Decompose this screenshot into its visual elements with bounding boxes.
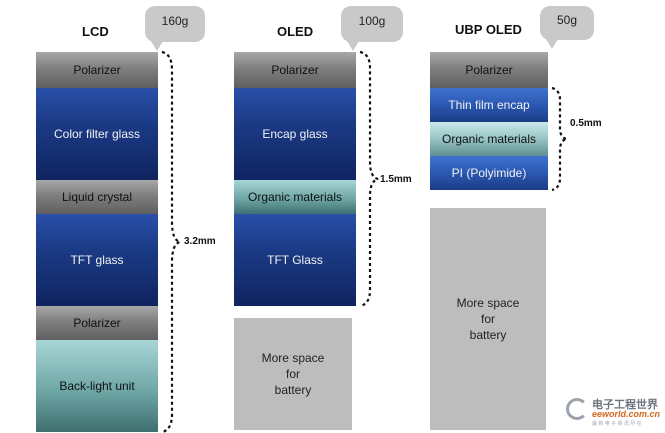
oled-title: OLED <box>277 24 314 39</box>
lcd-stack: Polarizer Color filter glass Liquid crys… <box>36 52 158 432</box>
lcd-layer-color-filter-glass: Color filter glass <box>36 88 158 180</box>
ubp-oled-stack: Polarizer Thin film encap Organic materi… <box>430 52 548 190</box>
ubp-oled-battery-space: More space for battery <box>430 208 546 430</box>
oled-thickness-brace <box>359 50 379 308</box>
oled-battery-line-1: More space for <box>261 351 325 381</box>
lcd-layer-back-light-unit: Back-light unit <box>36 340 158 432</box>
ubp-oled-layer-polarizer: Polarizer <box>430 52 548 88</box>
oled-layer-organic-materials: Organic materials <box>234 180 356 214</box>
ubp-oled-weight-bubble: 50g <box>540 6 594 49</box>
eeworld-logo-cn: 电子工程世界 <box>592 399 658 411</box>
oled-battery-line-2: battery <box>274 383 312 397</box>
ubp-oled-layer-organic-materials: Organic materials <box>430 122 548 156</box>
lcd-layer-polarizer-bottom: Polarizer <box>36 306 158 340</box>
lcd-thickness-brace <box>161 50 181 433</box>
eeworld-logo: 电子工程世界 eeworld.com.cn 最 新 电 子 资 讯 尽 在 <box>566 396 662 428</box>
bubble-tail <box>151 41 163 51</box>
oled-weight: 100g <box>358 14 386 28</box>
lcd-weight-bubble: 160g <box>145 6 205 51</box>
oled-battery-space: More space for battery <box>234 318 352 430</box>
ubp-oled-thickness-label: 0.5mm <box>570 118 602 129</box>
ubp-oled-title: UBP OLED <box>455 22 522 37</box>
eeworld-logo-icon <box>566 398 588 420</box>
lcd-layer-tft-glass: TFT glass <box>36 214 158 306</box>
oled-thickness-label: 1.5mm <box>380 174 412 185</box>
bubble-tail <box>546 39 558 49</box>
lcd-layer-polarizer-top: Polarizer <box>36 52 158 88</box>
ubp-oled-battery-line-2: battery <box>469 328 507 342</box>
oled-weight-bubble: 100g <box>341 6 403 51</box>
bubble-tail <box>347 41 359 51</box>
oled-layer-encap-glass: Encap glass <box>234 88 356 180</box>
eeworld-logo-tagline: 最 新 电 子 资 讯 尽 在 <box>592 421 642 427</box>
oled-layer-tft-glass: TFT Glass <box>234 214 356 306</box>
eeworld-logo-en: eeworld.com.cn <box>592 409 661 419</box>
ubp-oled-layer-thin-film-encap: Thin film encap <box>430 88 548 122</box>
ubp-oled-layer-pi-polyimide: PI (Polyimide) <box>430 156 548 190</box>
lcd-title: LCD <box>82 24 109 39</box>
ubp-oled-weight: 50g <box>556 13 578 27</box>
oled-layer-polarizer: Polarizer <box>234 52 356 88</box>
lcd-layer-liquid-crystal: Liquid crystal <box>36 180 158 214</box>
oled-stack: Polarizer Encap glass Organic materials … <box>234 52 356 306</box>
lcd-weight: 160g <box>161 14 189 28</box>
ubp-oled-battery-line-1: More space for <box>456 296 520 326</box>
lcd-thickness-label: 3.2mm <box>184 236 216 247</box>
ubp-oled-thickness-brace <box>551 86 568 192</box>
